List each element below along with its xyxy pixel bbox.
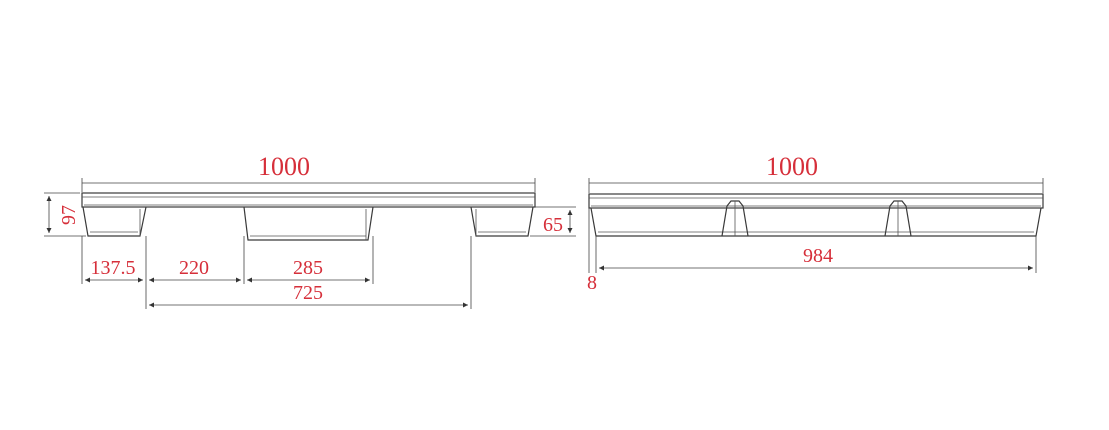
dim-overall-height: 97 <box>44 192 86 237</box>
dim-foot-height: 65 <box>530 206 576 237</box>
dim-overall-length: 1000 <box>81 152 536 192</box>
dim-end-edge-offset: 8 <box>587 208 597 294</box>
side-view-right-foot <box>470 206 534 237</box>
side-view-deck <box>81 192 536 208</box>
end-overall-length-label: 1000 <box>766 152 818 181</box>
dim-foot-span: 725 <box>149 282 468 308</box>
end-edge-offset-label: 8 <box>587 272 597 294</box>
end-view-deck <box>588 193 1044 209</box>
dim-foot-gap: 220 <box>149 257 241 283</box>
end-view: 1000 984 8 <box>587 152 1044 294</box>
dim-end-inner-length: 984 <box>595 236 1037 273</box>
end-inner-length-label: 984 <box>803 245 833 267</box>
dim-edge-to-first-foot: 137.5 <box>85 257 143 283</box>
side-view-left-foot <box>82 206 147 237</box>
side-middle-foot-label: 285 <box>293 257 323 279</box>
side-view-middle-foot <box>243 206 374 241</box>
side-view: 1000 97 65 137.5 220 <box>44 152 576 309</box>
dim-middle-foot-width: 285 <box>247 257 370 283</box>
end-view-body <box>590 207 1042 237</box>
side-foot-gap-label: 220 <box>179 257 209 279</box>
side-overall-length-label: 1000 <box>258 152 310 181</box>
side-foot-span-label: 725 <box>293 282 323 304</box>
side-overall-height-label: 97 <box>58 205 80 225</box>
side-foot-height-label: 65 <box>543 214 563 236</box>
dim-end-overall-length: 1000 <box>588 152 1044 193</box>
side-edge-offset-label: 137.5 <box>91 257 136 279</box>
